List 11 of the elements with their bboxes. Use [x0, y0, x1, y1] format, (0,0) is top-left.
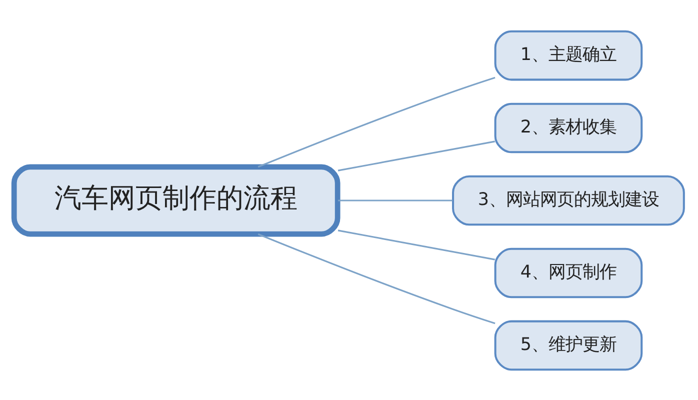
connector: [258, 232, 496, 324]
node-box: 2、素材收集: [494, 102, 643, 153]
node-box: 4、网页制作: [494, 247, 643, 298]
node-box: 5、维护更新: [494, 320, 643, 370]
node-box: 3、网站网页的规划建设: [452, 174, 685, 226]
node-box: 1、主题确立: [494, 30, 643, 80]
connector: [338, 229, 496, 260]
connector: [338, 199, 452, 201]
connector: [258, 76, 496, 168]
node-box: 汽车网页制作的流程: [11, 164, 340, 236]
connector: [338, 140, 496, 171]
